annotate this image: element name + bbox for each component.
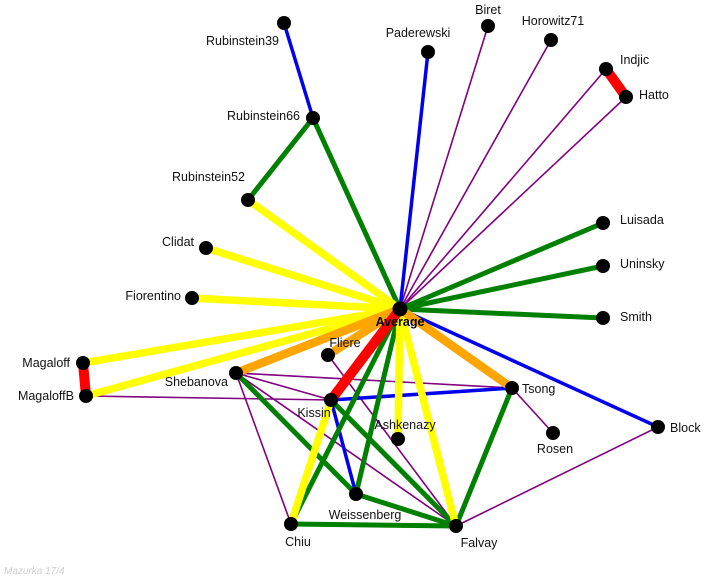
label-uninsky: Uninsky	[620, 257, 665, 271]
node-hatto	[619, 90, 633, 104]
label-fiorentino: Fiorentino	[125, 289, 181, 303]
edge-average-clidat	[204, 244, 402, 313]
label-average: Average	[376, 315, 425, 329]
node-horowitz71	[544, 33, 558, 47]
node-rubinstein66	[306, 111, 320, 125]
label-smith: Smith	[620, 310, 652, 324]
edge-magaloffb-kissin	[85, 395, 332, 401]
label-hatto: Hatto	[639, 88, 669, 102]
edge-average-kissin	[327, 305, 404, 404]
label-kissin: Kissin	[297, 406, 330, 420]
edge-average-shebanova	[234, 305, 402, 377]
node-chiu	[284, 517, 298, 531]
edge-kissin-weissenberg	[329, 399, 358, 495]
label-fliere: Fliere	[329, 336, 360, 350]
edge-average-falvay	[396, 308, 460, 527]
node-luisada	[596, 216, 610, 230]
label-paderewski: Paderewski	[386, 26, 451, 40]
node-ashkenazy	[391, 432, 405, 446]
edge-block-falvay	[455, 426, 659, 527]
edge-shebanova-weissenberg	[234, 371, 358, 496]
label-layer: Average Rubinstein39 Paderewski BiretHorowi…	[18, 3, 701, 550]
edge-average-tsong	[397, 305, 515, 392]
node-rubinstein52	[241, 193, 255, 207]
edge-kissin-falvay	[329, 398, 458, 528]
edge-kissin-chiu	[287, 398, 335, 526]
edge-tsong-rosen	[511, 387, 554, 434]
edge-shebanova-chiu	[235, 372, 292, 525]
edge-shebanova-kissin	[235, 372, 332, 401]
node-fliere	[321, 348, 335, 362]
caption: Mazurka 17/4	[4, 566, 65, 577]
label-clidat: Clidat	[162, 235, 194, 249]
node-paderewski	[421, 45, 435, 59]
label-rosen: Rosen	[537, 442, 573, 456]
node-biret	[481, 19, 495, 33]
node-weissenberg	[349, 487, 363, 501]
edge-average-fiorentino	[191, 294, 401, 313]
edge-shebanova-tsong	[235, 372, 513, 389]
node-layer	[76, 16, 665, 533]
node-magaloff	[76, 356, 90, 370]
edge-chiu-falvay	[290, 521, 457, 529]
label-biret: Biret	[475, 3, 501, 17]
label-shebanova: Shebanova	[165, 375, 228, 389]
edge-average-weissenberg	[353, 308, 403, 495]
node-fiorentino	[185, 291, 199, 305]
node-rosen	[546, 426, 560, 440]
edge-rubinstein66-rubinstein52	[246, 116, 315, 202]
node-rubinstein39	[277, 16, 291, 30]
edge-weissenberg-falvay	[355, 491, 457, 529]
edge-average-smith	[399, 306, 604, 321]
edge-average-biret	[399, 25, 489, 310]
edge-average-horowitz71	[399, 39, 552, 310]
edge-average-paderewski	[398, 51, 430, 310]
edge-shebanova-falvay	[235, 372, 457, 527]
edge-average-magaloff	[82, 305, 401, 367]
node-uninsky	[596, 259, 610, 273]
label-luisada: Luisada	[620, 213, 664, 227]
edge-average-hatto	[399, 96, 627, 310]
label-tsong: Tsong	[522, 382, 555, 396]
label-magaloff: Magaloff	[22, 356, 70, 370]
edge-average-uninsky	[399, 263, 604, 312]
node-shebanova	[229, 366, 243, 380]
node-falvay	[449, 519, 463, 533]
edge-average-block	[399, 307, 659, 429]
node-average	[392, 301, 408, 317]
label-magaloffb: MagaloffB	[18, 389, 74, 403]
label-rubinstein39: Rubinstein39	[206, 34, 279, 48]
node-smith	[596, 311, 610, 325]
node-magaloffb	[79, 389, 93, 403]
node-block	[651, 420, 665, 434]
label-rubinstein52: Rubinstein52	[172, 170, 245, 184]
node-kissin	[324, 393, 338, 407]
edge-average-magaloffb	[84, 305, 402, 400]
edge-average-ashkenazy	[394, 308, 404, 440]
edge-tsong-falvay	[453, 387, 515, 527]
edge-average-luisada	[399, 220, 604, 312]
label-block: Block	[670, 421, 701, 435]
edge-rubinstein39-rubinstein66	[282, 22, 315, 119]
label-ashkenazy: Ashkenazy	[374, 418, 436, 432]
label-falvay: Falvay	[461, 536, 499, 550]
edge-average-rubinstein52	[245, 196, 403, 313]
label-weissenberg: Weissenberg	[329, 508, 402, 522]
label-horowitz71: Horowitz71	[522, 14, 585, 28]
node-tsong	[505, 381, 519, 395]
label-chiu: Chiu	[285, 535, 311, 549]
edge-average-indjic	[399, 68, 607, 310]
label-rubinstein66: Rubinstein66	[227, 109, 300, 123]
label-indjic: Indjic	[620, 53, 649, 67]
node-indjic	[599, 62, 613, 76]
node-clidat	[199, 241, 213, 255]
edge-layer	[78, 22, 659, 529]
edge-average-rubinstein66	[310, 116, 403, 311]
